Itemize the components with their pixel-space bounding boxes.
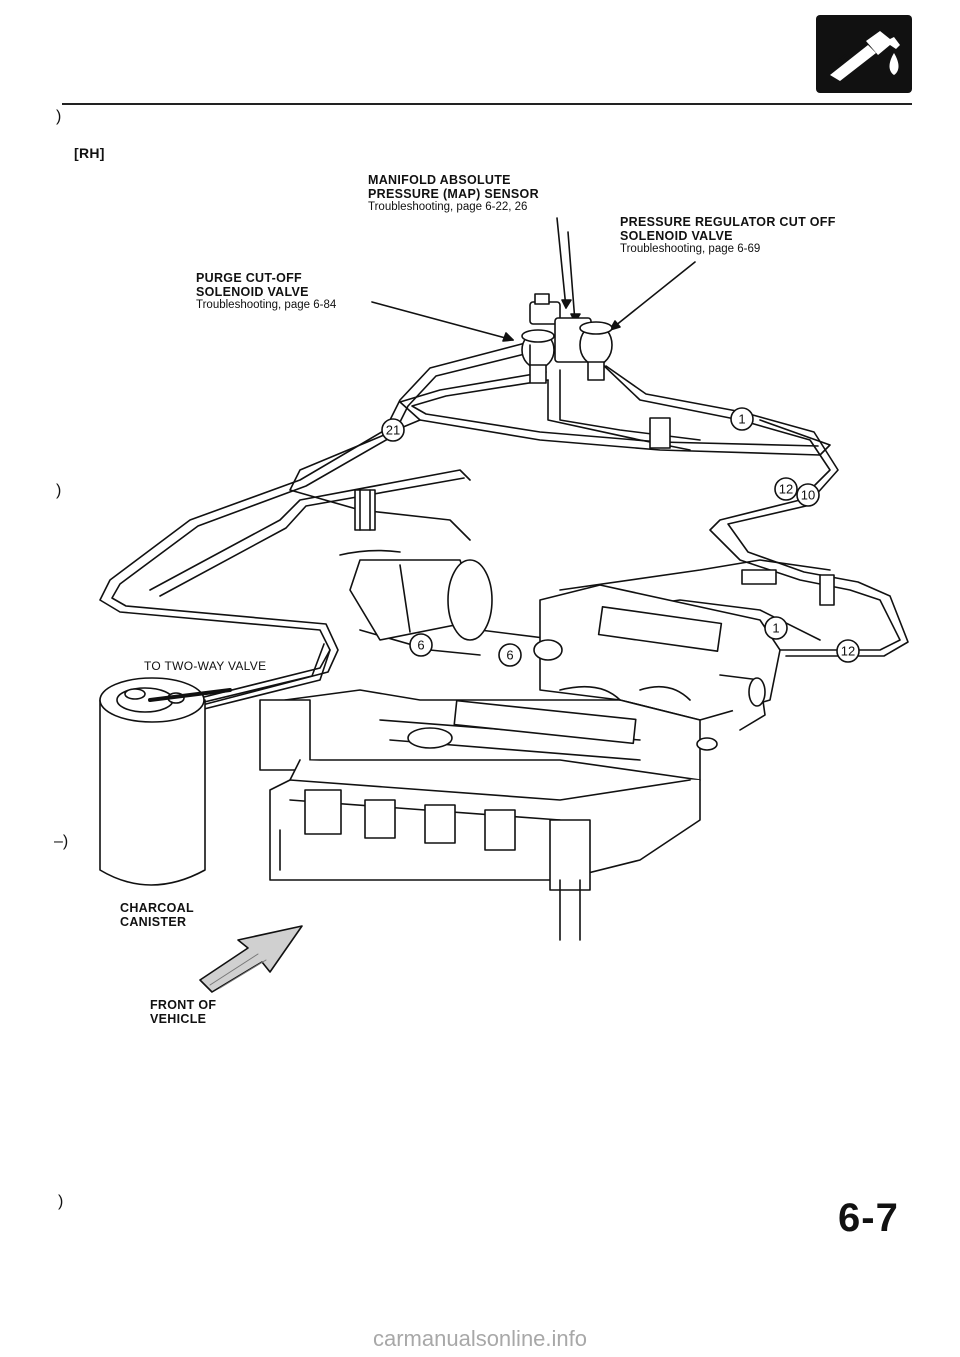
map-sensor-title-line-1: MANIFOLD ABSOLUTE <box>368 173 511 187</box>
margin-mark: ) <box>58 1193 64 1210</box>
two-way-valve-label: TO TWO-WAY VALVE <box>144 659 267 673</box>
callout-12-lower-text: 12 <box>841 644 855 659</box>
callout-1-upper: 1 <box>730 407 754 431</box>
resonator-chamber <box>339 549 493 641</box>
callout-10: 10 <box>796 483 820 507</box>
front-arrow-icon <box>199 925 303 993</box>
front-of-vehicle-label: FRONT OF VEHICLE <box>150 998 216 1026</box>
charcoal-canister-label: CHARCOAL CANISTER <box>120 901 194 929</box>
map-sensor-title-line-2: PRESSURE (MAP) SENSOR <box>368 187 539 201</box>
solenoid-assembly <box>521 293 613 384</box>
front-of-vehicle-line-1: FRONT OF <box>150 998 217 1012</box>
callout-12-upper-text: 12 <box>779 482 793 497</box>
callout-6-right-text: 6 <box>506 648 513 663</box>
pressure-regulator-title-line-2: SOLENOID VALVE <box>620 229 733 243</box>
charcoal-canister-line-2: CANISTER <box>120 915 187 929</box>
margin-mark: –) <box>54 833 69 850</box>
front-of-vehicle-line-2: VEHICLE <box>150 1012 207 1026</box>
purge-cutoff-title-line-2: SOLENOID VALVE <box>196 285 309 299</box>
callout-12-upper: 12 <box>774 477 798 501</box>
charcoal-canister <box>99 677 232 886</box>
page-number: 6-7 <box>838 1196 899 1240</box>
watermark: carmanualsonline.info <box>372 1326 588 1351</box>
callout-12-lower: 12 <box>836 639 860 663</box>
pressure-regulator-ref: Troubleshooting, page 6-69 <box>620 243 761 255</box>
pressure-regulator-title-line-1: PRESSURE REGULATOR CUT OFF <box>620 215 836 229</box>
purge-cutoff-ref: Troubleshooting, page 6-84 <box>196 299 337 311</box>
callout-6-left: 6 <box>409 633 433 657</box>
callout-1-lower-text: 1 <box>772 621 779 636</box>
view-label: [RH] <box>74 145 105 161</box>
callout-10-text: 10 <box>801 488 815 503</box>
map-sensor-ref: Troubleshooting, page 6-22, 26 <box>368 201 528 213</box>
callout-6-left-text: 6 <box>417 638 424 653</box>
callout-21-text: 21 <box>386 423 400 438</box>
callout-1-lower: 1 <box>764 616 788 640</box>
leader-lines <box>371 217 696 342</box>
callout-21: 21 <box>381 418 405 442</box>
margin-mark: ) <box>56 482 62 499</box>
margin-mark: ) <box>56 108 62 125</box>
fuel-system-badge <box>816 15 912 93</box>
purge-cutoff-title-line-1: PURGE CUT-OFF <box>196 271 302 285</box>
hose-clips <box>354 417 835 606</box>
header-rule <box>62 103 912 105</box>
fuel-nozzle-icon <box>830 31 900 81</box>
callout-6-right: 6 <box>498 643 522 667</box>
callout-1-upper-text: 1 <box>738 412 745 427</box>
charcoal-canister-line-1: CHARCOAL <box>120 901 194 915</box>
engine-block <box>259 584 781 941</box>
